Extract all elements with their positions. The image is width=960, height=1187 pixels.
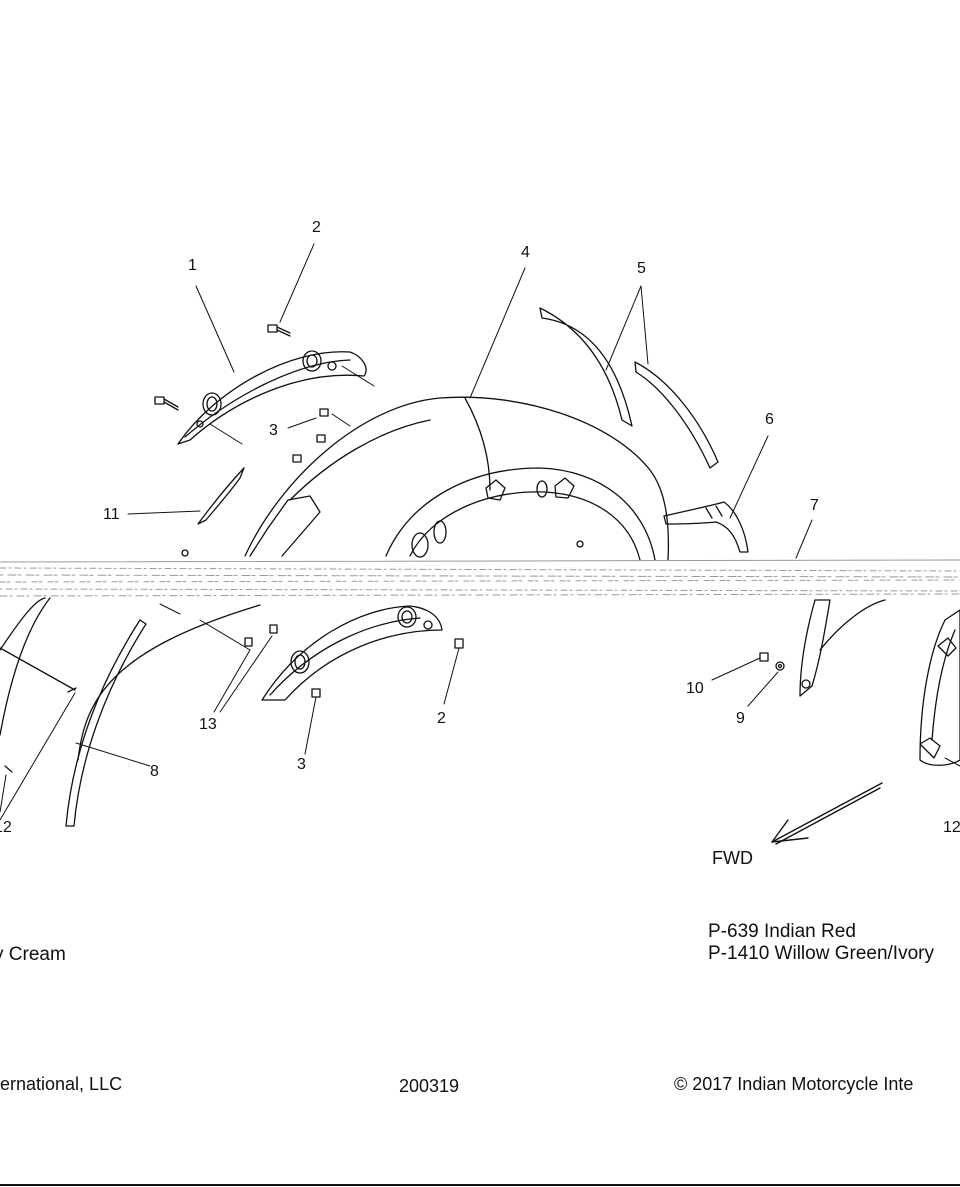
fender-side-trim — [0, 598, 260, 826]
rail-trim-upper — [178, 351, 366, 444]
callout-13: 13 — [199, 716, 217, 733]
footer-diagram-number: 200319 — [399, 1076, 460, 1096]
fender-stripe — [540, 308, 718, 468]
color-note-willow-green: P-1410 Willow Green/Ivory — [708, 943, 934, 964]
footer-copyright: © 2017 Indian Motorcycle Inte — [674, 1074, 914, 1094]
callout-5: 5 — [637, 260, 646, 277]
fender-rear-panel — [760, 600, 885, 696]
callout-2-lower: 2 — [437, 710, 446, 727]
leader-lines — [0, 244, 960, 820]
callout-12-right: 12 — [943, 819, 960, 836]
callout-2-upper: 2 — [312, 219, 321, 236]
color-note-left: y Cream — [0, 944, 66, 965]
callout-8: 8 — [150, 763, 159, 780]
fender-right-panel — [920, 610, 960, 765]
fender-tip-trim — [198, 468, 244, 524]
callout-1: 1 — [188, 257, 197, 274]
callout-10: 10 — [686, 680, 704, 697]
callout-7: 7 — [810, 497, 819, 514]
scan-artifact-band — [0, 560, 960, 596]
screw-icon — [155, 325, 328, 462]
fwd-label: FWD — [712, 848, 753, 868]
fender-accent-piece — [664, 502, 748, 552]
callout-4: 4 — [521, 244, 530, 261]
callout-6: 6 — [765, 411, 774, 428]
rear-fender — [182, 397, 668, 560]
callout-12-left: 12 — [0, 819, 12, 836]
color-note-indian-red: P-639 Indian Red — [708, 921, 856, 942]
forward-arrow-icon — [772, 783, 882, 844]
rail-trim-lower — [245, 606, 463, 700]
callout-3-lower: 3 — [297, 756, 306, 773]
footer-left-text: ernational, LLC — [0, 1074, 123, 1094]
callout-3-upper: 3 — [269, 422, 278, 439]
callout-9: 9 — [736, 710, 745, 727]
callout-11: 11 — [103, 506, 120, 523]
